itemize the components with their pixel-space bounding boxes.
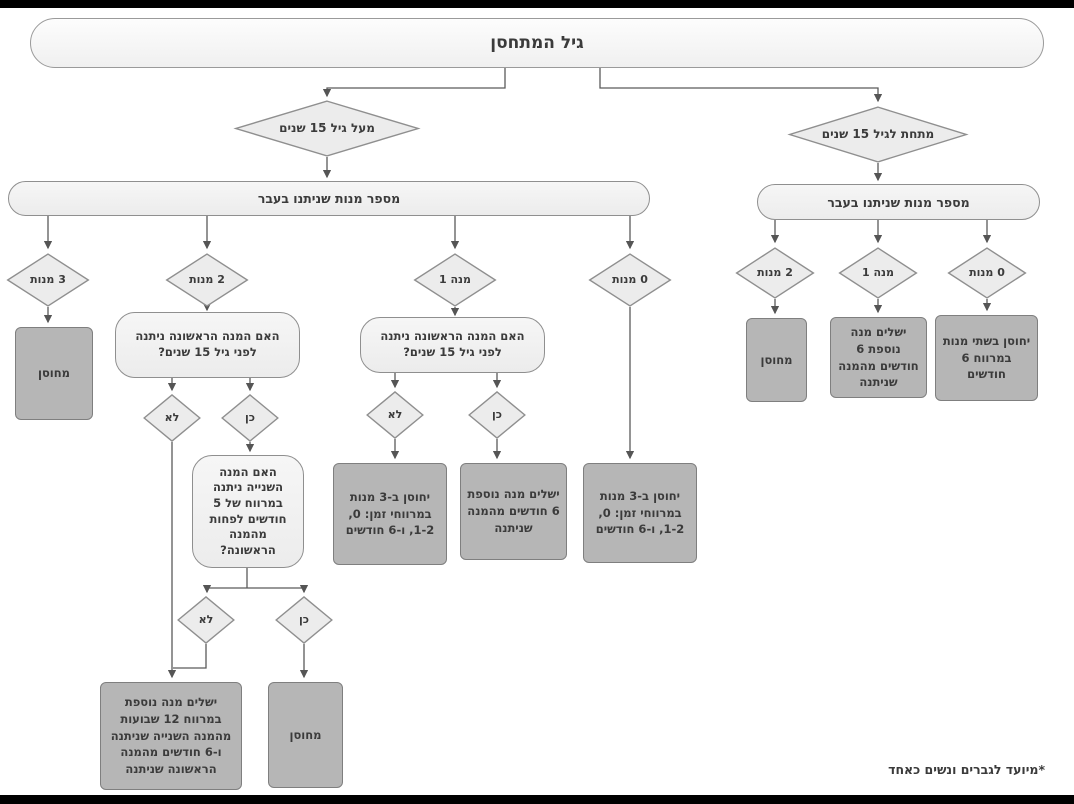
result-3-doses-schedule-no-box: יחוסן ב-3 מנות במרווחי זמן: 0, 1-2, ו-6 … [333, 463, 447, 565]
result-3-doses-schedule-0dose-label: יחוסן ב-3 מנות במרווחי זמן: 0, 1-2, ו-6 … [595, 488, 685, 537]
diamond-icon [413, 253, 497, 307]
diamond-icon [468, 391, 526, 439]
diamond-icon [838, 247, 918, 299]
q-second-dose-interval-label: האם המנה השנייה ניתנה במרווח של 5 חודשים… [209, 464, 287, 557]
bottom-border-bar [0, 795, 1074, 804]
left-dose-0-label: 0 מנות [612, 272, 648, 286]
condition-below-15-label: מתחת לגיל 15 שנים [821, 126, 935, 141]
condition-below-15: מתחת לגיל 15 שנים [786, 106, 970, 163]
right-dose-2-label: 2 מנות [757, 265, 793, 279]
q1-yes-diamond: כן [221, 394, 279, 442]
left-dose-3-label: 3 מנות [30, 272, 66, 286]
left-dose-3-diamond: 3 מנות [6, 253, 90, 307]
diamond-icon [786, 106, 970, 163]
left-dose-1-label: מנה 1 [439, 272, 471, 286]
diamond-icon [275, 596, 333, 644]
q1-no-diamond: לא [143, 394, 201, 442]
diamond-icon [232, 100, 422, 157]
result-additional-dose-6m-box: ישלים מנה נוספת 6 חודשים מהמנה שניתנה [460, 463, 567, 560]
left-dose-2-label: 2 מנות [189, 272, 225, 286]
left-dose-0-diamond: 0 מנות [588, 253, 672, 307]
right-doses-header-pill: מספר מנות שניתנו בעבר [757, 184, 1040, 220]
right-dose1-result-box: ישלים מנה נוספת 6 חודשים מהמנה שניתנה [830, 317, 927, 398]
q1dose-no-label: לא [387, 407, 403, 421]
diamond-icon [735, 247, 815, 299]
right-doses-header-label: מספר מנות שניתנו בעבר [827, 194, 970, 210]
title-pill: גיל המתחסן [30, 18, 1044, 68]
diamond-icon [143, 394, 201, 442]
diamond-icon [165, 253, 249, 307]
q-first-dose-before-15-1dose-label: האם המנה הראשונה ניתנה לפני גיל 15 שנים? [380, 329, 525, 359]
footnote-text: *מיועד לגברים ונשים כאחד [888, 762, 1045, 777]
condition-above-15-label: מעל גיל 15 שנים [279, 120, 375, 135]
q2-yes-label: כן [299, 612, 310, 626]
q1-no-label: לא [164, 410, 180, 424]
q2-yes-diamond: כן [275, 596, 333, 644]
right-dose2-result-box: מחוסן [746, 318, 807, 402]
q-first-dose-before-15-2dose-label: האם המנה הראשונה ניתנה לפני גיל 15 שנים? [135, 329, 280, 359]
q2-no-diamond: לא [177, 596, 235, 644]
diamond-icon [366, 391, 424, 439]
q-second-dose-interval: האם המנה השנייה ניתנה במרווח של 5 חודשים… [192, 455, 304, 568]
right-dose-2-diamond: 2 מנות [735, 247, 815, 299]
q1dose-no-diamond: לא [366, 391, 424, 439]
result-additional-dose-12w-box: ישלים מנה נוספת במרווח 12 שבועות מהמנה ה… [100, 682, 242, 790]
q2-no-label: לא [198, 612, 214, 626]
result-additional-dose-12w-label: ישלים מנה נוספת במרווח 12 שבועות מהמנה ה… [110, 695, 232, 776]
right-dose-0-label: 0 מנות [969, 265, 1005, 279]
q1dose-yes-label: כן [492, 407, 503, 421]
result-vaccinated-q2-label: מחוסן [289, 727, 322, 742]
q1dose-yes-diamond: כן [468, 391, 526, 439]
result-vaccinated-q2-box: מחוסן [268, 682, 343, 788]
q1-yes-label: כן [245, 410, 256, 424]
right-dose-1-diamond: מנה 1 [838, 247, 918, 299]
left-doses-header-pill: מספר מנות שניתנו בעבר [8, 181, 650, 216]
diamond-icon [947, 247, 1027, 299]
page-title: גיל המתחסן [490, 33, 584, 53]
diamond-icon [177, 596, 235, 644]
result-additional-dose-6m-label: ישלים מנה נוספת 6 חודשים מהמנה שניתנה [467, 487, 560, 535]
right-dose1-result-label: ישלים מנה נוספת 6 חודשים מהמנה שניתנה [838, 325, 919, 390]
left-dose3-result-box: מחוסן [15, 327, 93, 420]
right-dose2-result-label: מחוסן [760, 352, 793, 367]
diamond-icon [6, 253, 90, 307]
condition-above-15: מעל גיל 15 שנים [232, 100, 422, 157]
q-first-dose-before-15-2dose: האם המנה הראשונה ניתנה לפני גיל 15 שנים? [115, 312, 300, 378]
left-dose-1-diamond: מנה 1 [413, 253, 497, 307]
right-dose-1-label: מנה 1 [862, 265, 894, 279]
result-3-doses-schedule-0dose-box: יחוסן ב-3 מנות במרווחי זמן: 0, 1-2, ו-6 … [583, 463, 697, 563]
left-dose-2-diamond: 2 מנות [165, 253, 249, 307]
result-3-doses-schedule-no-label: יחוסן ב-3 מנות במרווחי זמן: 0, 1-2, ו-6 … [345, 489, 435, 538]
left-doses-header-label: מספר מנות שניתנו בעבר [257, 191, 401, 206]
left-dose3-result-label: מחוסן [38, 366, 70, 381]
q-first-dose-before-15-1dose: האם המנה הראשונה ניתנה לפני גיל 15 שנים? [360, 317, 545, 373]
top-border-bar [0, 0, 1074, 8]
right-dose0-result-label: יחוסן בשתי מנות במרווח 6 חודשים [942, 333, 1031, 382]
diamond-icon [221, 394, 279, 442]
right-dose0-result-box: יחוסן בשתי מנות במרווח 6 חודשים [935, 315, 1038, 401]
right-dose-0-diamond: 0 מנות [947, 247, 1027, 299]
diamond-icon [588, 253, 672, 307]
